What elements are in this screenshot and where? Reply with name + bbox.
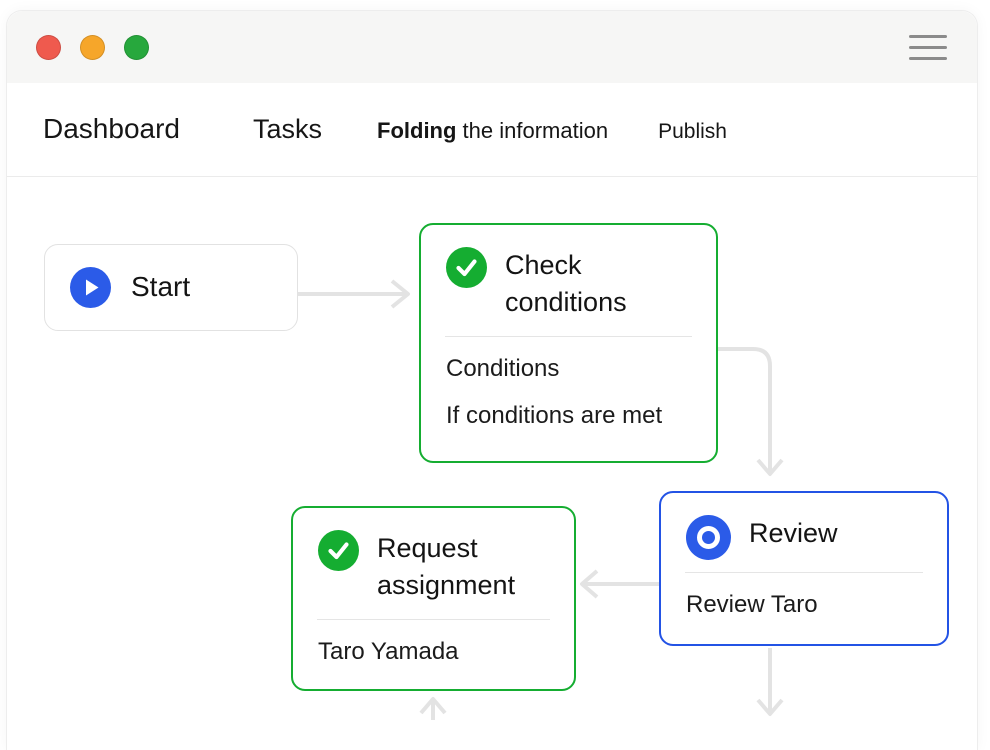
flow-connectors	[298, 279, 784, 720]
connector-review-to-request	[580, 569, 659, 599]
menu-button[interactable]	[909, 30, 949, 64]
hamburger-icon	[909, 45, 947, 49]
window-titlebar	[7, 11, 977, 83]
flowchart-canvas: Start Check conditions Conditions If con…	[7, 177, 977, 720]
node-header: Review	[661, 493, 947, 572]
check-icon	[318, 530, 359, 571]
minimize-button[interactable]	[80, 34, 105, 60]
node-check-conditions[interactable]: Check conditions Conditions If condition…	[419, 223, 718, 463]
node-divider	[685, 572, 923, 573]
node-request-assignment[interactable]: Request assignment Taro Yamada	[291, 506, 576, 691]
nav-folding-emphasis: Folding	[377, 118, 457, 143]
node-title: Check conditions	[505, 250, 627, 318]
node-body: Review Taro	[661, 573, 947, 639]
node-title: Request assignment	[377, 533, 516, 601]
hamburger-icon	[909, 34, 947, 38]
nav-item-dashboard[interactable]: Dashboard	[43, 113, 180, 144]
window-controls	[36, 34, 149, 60]
nav-item-folding-the-information[interactable]: Folding the information	[377, 118, 608, 144]
connector-check-to-review	[718, 347, 784, 476]
node-body: Taro Yamada	[293, 620, 574, 686]
node-start[interactable]: Start	[44, 244, 298, 331]
node-title: Start	[131, 271, 191, 303]
node-divider	[445, 335, 692, 337]
play-icon	[70, 267, 111, 308]
connector-review-down	[756, 648, 784, 716]
zoom-button[interactable]	[124, 34, 149, 60]
nav-folding-rest: the information	[456, 118, 609, 143]
nav-item-publish[interactable]: Publish	[658, 120, 727, 143]
node-body: Conditions If conditions are met	[421, 337, 716, 450]
hamburger-icon	[909, 56, 947, 60]
condition-description: If conditions are met	[446, 402, 663, 430]
app-window: Dashboard Tasks Folding the information …	[6, 10, 978, 750]
nav-bar: Dashboard Tasks Folding the information …	[7, 83, 977, 177]
assignee-name: Taro Yamada	[318, 637, 459, 665]
node-header: Request assignment	[293, 508, 574, 619]
check-icon	[446, 247, 487, 288]
review-assignee: Review Taro	[686, 591, 818, 618]
node-divider	[317, 618, 550, 620]
node-header: Check conditions	[421, 225, 716, 336]
nav-item-tasks[interactable]: Tasks	[252, 114, 323, 144]
close-button[interactable]	[36, 34, 61, 60]
condition-label: Conditions	[446, 354, 560, 382]
record-icon	[686, 515, 731, 560]
node-title: Review	[749, 518, 838, 548]
connector-up-to-request	[419, 697, 447, 720]
connector-start-to-check	[298, 279, 410, 309]
node-review[interactable]: Review Review Taro	[659, 491, 949, 646]
